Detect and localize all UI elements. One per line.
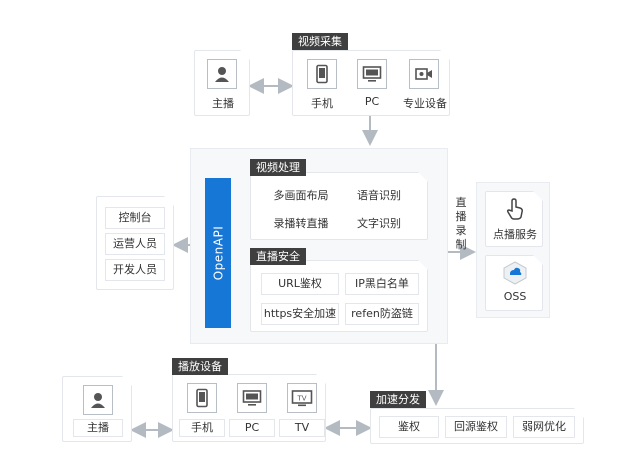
oss-card: OSS bbox=[485, 255, 543, 311]
processing-title: 视频处理 bbox=[250, 159, 306, 176]
video-camera-icon bbox=[409, 59, 439, 89]
anchor-label: 主播 bbox=[212, 97, 234, 110]
capture-device-pro: 专业设备 bbox=[403, 97, 447, 110]
processing-item: 语音识别 bbox=[357, 189, 401, 202]
capture-title: 视频采集 bbox=[292, 33, 348, 50]
oss-label: OSS bbox=[503, 290, 527, 303]
cdn-item: 弱网优化 bbox=[513, 416, 575, 438]
openapi-bar: OpenAPI bbox=[205, 178, 231, 328]
cdn-item: 鉴权 bbox=[379, 416, 439, 438]
console-item: 开发人员 bbox=[105, 259, 165, 281]
processing-item: 文字识别 bbox=[357, 217, 401, 230]
capture-panel: 手机 PC 专业设备 bbox=[292, 50, 450, 116]
anchor-label-bottom: 主播 bbox=[73, 419, 123, 437]
console-panel: 控制台 运营人员 开发人员 bbox=[96, 196, 174, 290]
openapi-label: OpenAPI bbox=[211, 225, 226, 281]
recording-panel: 点播服务 OSS bbox=[476, 182, 550, 318]
capture-device-phone: 手机 bbox=[311, 97, 333, 110]
processing-panel: 多画面布局 语音识别 录播转直播 文字识别 bbox=[250, 172, 428, 240]
anchor-card-top: 主播 bbox=[194, 50, 250, 116]
playback-device-phone: 手机 bbox=[179, 419, 225, 437]
hand-pointer-icon bbox=[504, 198, 526, 224]
processing-item: 多画面布局 bbox=[273, 189, 329, 202]
cdn-title: 加速分发 bbox=[370, 391, 426, 408]
playback-device-pc: PC bbox=[229, 419, 275, 437]
svg-text:TV: TV bbox=[296, 395, 306, 403]
monitor-icon bbox=[357, 59, 387, 89]
playback-panel: 手机 PC TV TV bbox=[172, 374, 326, 442]
security-title: 直播安全 bbox=[250, 248, 306, 265]
security-item: URL鉴权 bbox=[261, 273, 339, 295]
security-panel: URL鉴权 IP黑白名单 https安全加速 refen防盗链 bbox=[250, 260, 428, 332]
anchor-card-bottom: 主播 bbox=[62, 376, 132, 442]
console-item: 控制台 bbox=[105, 207, 165, 229]
recording-label: 直播录制 bbox=[455, 196, 467, 251]
user-icon bbox=[83, 385, 113, 415]
tv-icon: TV bbox=[287, 383, 317, 413]
cdn-panel: 鉴权 回源鉴权 弱网优化 bbox=[370, 408, 584, 444]
security-item: refen防盗链 bbox=[345, 303, 419, 325]
security-item: https安全加速 bbox=[261, 303, 339, 325]
console-item: 运营人员 bbox=[105, 233, 165, 255]
monitor-icon bbox=[237, 383, 267, 413]
cloud-storage-icon bbox=[502, 261, 528, 289]
vod-card: 点播服务 bbox=[485, 191, 543, 247]
capture-device-pc: PC bbox=[364, 95, 380, 108]
cdn-item: 回源鉴权 bbox=[445, 416, 507, 438]
user-icon bbox=[207, 59, 237, 89]
vod-label: 点播服务 bbox=[493, 228, 537, 241]
playback-device-tv: TV bbox=[279, 419, 325, 437]
phone-icon bbox=[307, 59, 337, 89]
phone-icon bbox=[187, 383, 217, 413]
playback-title: 播放设备 bbox=[172, 358, 228, 375]
security-item: IP黑白名单 bbox=[345, 273, 419, 295]
processing-item: 录播转直播 bbox=[273, 217, 329, 230]
